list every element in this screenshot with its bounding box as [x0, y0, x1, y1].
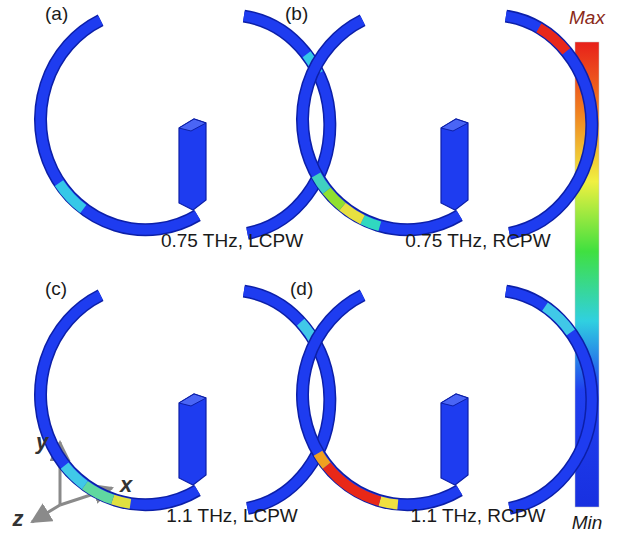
bar-arm [441, 394, 468, 485]
split-ring-resonator [41, 16, 330, 233]
field-hotspot [113, 500, 131, 504]
panel-caption: 1.1 THz, LCPW [166, 506, 298, 527]
field-hotspot [316, 175, 327, 191]
panel-caption: 0.75 THz, RCPW [405, 231, 550, 252]
field-hotspot [327, 191, 343, 207]
ring-arc [303, 20, 460, 229]
panel-caption: 1.1 THz, RCPW [411, 506, 546, 527]
ring-arc [303, 295, 460, 504]
field-hotspot [545, 307, 571, 333]
axis-label: x [120, 473, 132, 497]
panel-letter: (c) [45, 279, 67, 300]
field-hotspot [65, 466, 85, 485]
ring-arc-edge [506, 291, 592, 508]
ring-arc [41, 295, 198, 504]
bar-top [179, 394, 206, 406]
scale-max: Max [569, 8, 605, 29]
split-ring-resonator [303, 16, 592, 233]
panel-caption: 0.75 THz, LCPW [161, 231, 303, 252]
field-hotspot [327, 466, 380, 502]
field-hotspot [318, 453, 327, 465]
ring-arc [506, 16, 592, 233]
bar-top [441, 119, 468, 131]
panel-letter: (b) [285, 4, 308, 25]
scale-min: Min [572, 513, 603, 534]
ring-arc-edge [244, 291, 330, 508]
bar-arm [179, 119, 206, 210]
field-hotspot [539, 28, 566, 52]
ring-arc [506, 291, 592, 508]
ring-arc-edge [303, 20, 460, 229]
bar-arm [441, 119, 468, 210]
ring-arc-edge [41, 295, 198, 504]
field-hotspot [85, 485, 113, 500]
field-hotspot [380, 501, 398, 504]
ring-arc-edge [244, 16, 330, 233]
panel-letter: (d) [290, 279, 313, 300]
panel-letter: (a) [45, 4, 68, 25]
axis-label: z [13, 507, 24, 531]
ring-arc [41, 20, 198, 229]
split-ring-resonator [41, 291, 330, 508]
bar-top [179, 119, 206, 131]
field-hotspot [342, 207, 362, 220]
ring-arc-edge [303, 295, 460, 504]
field-hotspot [363, 220, 380, 227]
field-hotspot [59, 183, 83, 209]
ring-arc [244, 291, 330, 508]
bar-arm [179, 394, 206, 485]
bar-top [441, 394, 468, 406]
ring-arc-edge [506, 16, 592, 233]
ring-arc-edge [41, 20, 198, 229]
axis-label: y [36, 430, 48, 454]
split-ring-resonator [303, 291, 592, 508]
ring-arc [244, 16, 330, 233]
